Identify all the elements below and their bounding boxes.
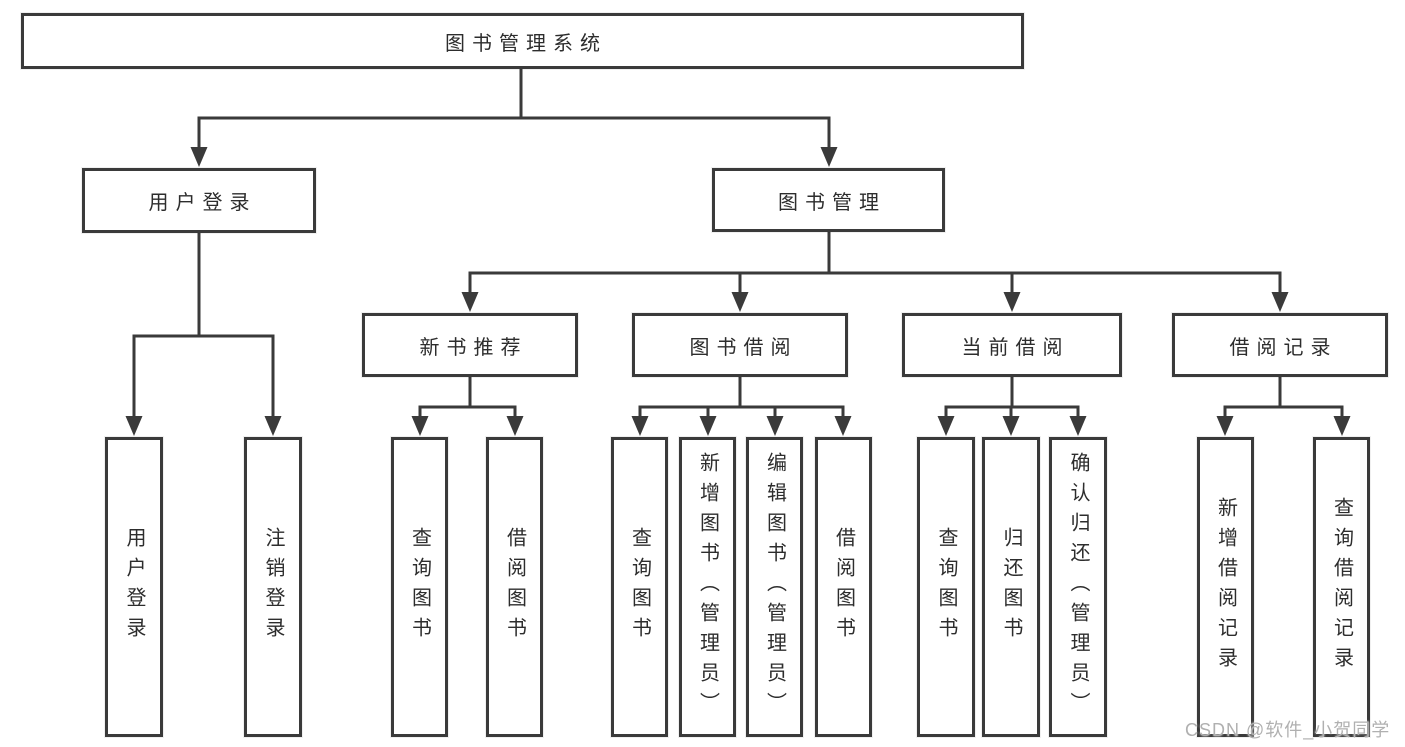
leaf-label: 查询借阅记录 xyxy=(1330,497,1353,677)
leaf-label: 用户登录 xyxy=(123,527,145,647)
leaf-label: 编辑图书（管理员） xyxy=(763,452,786,722)
node-label: 当前借阅 xyxy=(961,336,1070,359)
leaf-label: 归还图书 xyxy=(1000,527,1022,647)
node-book-borrowing: 图书借阅 xyxy=(632,313,848,377)
node-label: 图书借阅 xyxy=(689,336,798,359)
leaf-label: 借阅图书 xyxy=(503,527,526,647)
node-borrowing-records: 借阅记录 xyxy=(1172,313,1388,377)
node-library-management-system: 图书管理系统 xyxy=(21,13,1024,69)
leaf-label: 新增借阅记录 xyxy=(1214,497,1237,677)
node-current-borrowing: 当前借阅 xyxy=(902,313,1122,377)
leaf-user-login: 用户登录 xyxy=(105,437,163,737)
node-label: 借阅记录 xyxy=(1229,336,1338,359)
leaf-recommend-borrow-book: 借阅图书 xyxy=(486,437,543,737)
node-label: 图书管理系统 xyxy=(445,32,607,55)
node-label: 图书管理 xyxy=(778,191,886,214)
leaf-label: 新增图书（管理员） xyxy=(696,452,719,722)
node-label: 用户登录 xyxy=(148,192,257,214)
leaf-records-query-record: 查询借阅记录 xyxy=(1313,437,1370,737)
leaf-logout-login: 注销登录 xyxy=(244,437,302,737)
arrowheads xyxy=(125,147,1351,436)
leaf-label: 查询图书 xyxy=(935,527,957,647)
csdn-watermark: CSDN @软件_小贺同学 xyxy=(1185,720,1391,740)
leaf-borrowing-add-book-admin: 新增图书（管理员） xyxy=(679,437,736,737)
node-user-login: 用户登录 xyxy=(82,168,316,233)
leaf-label: 查询图书 xyxy=(628,527,651,647)
leaf-current-return-book: 归还图书 xyxy=(982,437,1040,737)
leaf-borrowing-borrow-book: 借阅图书 xyxy=(815,437,872,737)
leaf-current-query-book: 查询图书 xyxy=(917,437,975,737)
leaf-label: 查询图书 xyxy=(408,527,431,647)
node-book-management: 图书管理 xyxy=(712,168,945,232)
node-label: 新书推荐 xyxy=(419,336,528,359)
leaf-label: 确认归还（管理员） xyxy=(1067,452,1089,722)
leaf-records-add-record: 新增借阅记录 xyxy=(1197,437,1254,737)
leaf-recommend-query-book: 查询图书 xyxy=(391,437,448,737)
leaf-borrowing-query-book: 查询图书 xyxy=(611,437,668,737)
node-new-book-recommendation: 新书推荐 xyxy=(362,313,578,377)
leaf-label: 借阅图书 xyxy=(832,527,855,647)
leaf-current-confirm-return-admin: 确认归还（管理员） xyxy=(1049,437,1107,737)
leaf-label: 注销登录 xyxy=(262,527,284,647)
leaf-borrowing-edit-book-admin: 编辑图书（管理员） xyxy=(746,437,803,737)
